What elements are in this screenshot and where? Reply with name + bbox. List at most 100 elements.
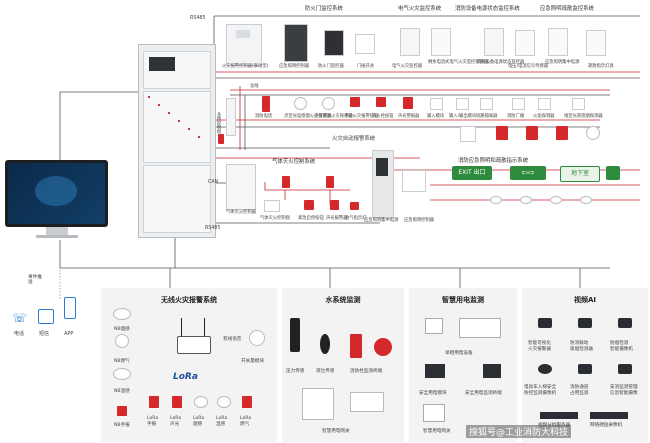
top-device-6-label: 剩余电流式电气火灾监控探测器: [428, 60, 489, 65]
evac-cabinet-display: [376, 158, 388, 176]
gas-controller-device: [226, 164, 256, 210]
row2-device-5-label: 消火栓按钮: [372, 114, 394, 119]
evac-cabinet-label: 应急照明集中电源: [364, 218, 399, 223]
rs485-bottom-label: RS485: [205, 226, 221, 231]
can-label: CAN: [208, 180, 219, 185]
row2-device-3-label: 点型感温火灾探测器: [314, 114, 353, 119]
gas-device-4-label: 放气指示灯: [345, 216, 367, 221]
top-device-4-label: 门磁开关: [357, 64, 375, 69]
central-power-device: [548, 28, 568, 56]
video-item-3: 防烟检测 智能摄像机: [610, 341, 633, 352]
wireless-item-1: NB烟感: [114, 327, 130, 332]
camera-icon: [578, 364, 592, 374]
wireless-item-4: NB手报: [114, 423, 130, 428]
fire-alarm-cabinet: [138, 44, 216, 238]
water-item-3: 消防栓监测终端: [350, 369, 383, 374]
water-terminal-device: [350, 392, 384, 412]
isolator-icon: [480, 98, 493, 110]
row2-device-6-label: 声光警报器: [398, 114, 420, 119]
row2-device-12-label: 线型光束感烟探测器: [564, 114, 603, 119]
fire-phone-icon: [262, 96, 270, 112]
notice-label: 事件推送: [28, 275, 42, 285]
video-server-device: [540, 412, 578, 419]
rs485-top-label: RS485: [190, 16, 206, 21]
water-gauge: [374, 338, 392, 356]
wireless-item-5: 有线语音: [223, 337, 242, 342]
voltage-sensor-device: [515, 30, 535, 56]
heat-detector-icon: [322, 97, 335, 110]
cabinet-lower-panel: [143, 165, 211, 233]
emergency-stop-icon: [304, 200, 314, 210]
top-device-10-label: 疏散指示灯具: [588, 64, 614, 69]
antenna-icon: [204, 318, 205, 336]
power-monitor-device: [484, 28, 504, 56]
gas-alarm-bell: [282, 176, 290, 188]
row3-speaker: [586, 126, 600, 140]
power-item-4: 智慧用电网关: [423, 429, 451, 434]
nb-temp-icon: [113, 368, 131, 380]
row3-red-device: [556, 126, 568, 140]
row3-red-device: [496, 126, 508, 140]
lora-gas-icon: [242, 396, 252, 408]
power-monitor-title: 消防设备电源状态监控系统: [455, 6, 520, 12]
breaker-module: [459, 318, 501, 338]
evac-controller-label: 应急照明控制器: [404, 218, 435, 223]
lora-item-4: LoRa 温感: [216, 416, 228, 427]
monitor-screen: [5, 160, 108, 227]
top-device-7-label: 消防设备电源状态监控器: [477, 60, 525, 65]
video-item-5: 消防通道 占用监测: [570, 385, 589, 396]
emergency-light: [490, 196, 502, 204]
voice-device-icon: [249, 330, 265, 346]
lighting-controller-device: [284, 24, 308, 62]
gas-device-1-label: 气体灭火控制盘: [260, 216, 291, 221]
beam-detector-icon: [572, 98, 585, 110]
lora-item-2: LoRa 声光: [170, 416, 182, 427]
camera-icon: [578, 318, 592, 328]
water-gateway-device: [302, 388, 334, 420]
cabinet-led: [148, 96, 150, 98]
camera-icon: [618, 364, 632, 374]
row2-device-2-label: 点型光电感烟火灾探测器: [284, 114, 332, 119]
gas-sound-light-icon: [330, 200, 339, 210]
app-label-app: APP: [64, 331, 74, 337]
input-module-icon: [430, 98, 443, 110]
exit-sign: EXIT 出口: [452, 166, 492, 180]
video-item-8: 网络硬盘录像机: [590, 423, 623, 428]
single-phase-device: [425, 318, 443, 334]
video-item-1: 智能可视化 火灾报警器: [528, 341, 551, 352]
monitor-stand: [46, 227, 68, 235]
water-panel: 水系统监测 压力传感 液位传感 消防栓监测终端 智慧用电网关: [282, 288, 404, 442]
lora-button-icon: [149, 396, 159, 408]
evacuation-light-device: [586, 30, 606, 56]
hydrant-button-icon: [376, 97, 386, 107]
video-item-2: 防消联动 吸烟检测器: [570, 341, 593, 352]
row2-device-11-label: 火焰探测器: [533, 114, 555, 119]
release-indicator-icon: [350, 202, 359, 210]
electric-fire-title: 电气火灾监控系统: [398, 6, 442, 12]
wireless-panel: 无线火灾报警系统 NB烟感 NB燃气 NB温感 NB手报 有线语音 开关量模块 …: [101, 288, 277, 442]
cabinet-screen: [149, 57, 175, 71]
cabinet-led: [178, 120, 180, 122]
video-item-6: 安消监测管理 信息智能摄像: [610, 385, 638, 396]
gateway-device: [177, 336, 211, 354]
lora-item-3: LoRa 烟感: [193, 416, 205, 427]
camera-icon: [618, 318, 632, 328]
cabinet-led-panel: [143, 91, 211, 163]
lora-item-1: LoRa 手报: [147, 416, 159, 427]
row2-device-4-label: 手动火灾报警按钮: [344, 114, 379, 119]
gas-controller-label: 气体灭火控制器: [226, 210, 257, 215]
cabinet-led: [188, 128, 190, 130]
nvr-device: [590, 412, 628, 419]
wireless-item-2: NB燃气: [114, 359, 130, 364]
residual-current-detector: [431, 28, 451, 56]
lora-temp-icon: [217, 396, 231, 408]
power-gateway-device: [423, 404, 445, 422]
fire-alarm-system-label: 火灾自动报警系统: [332, 136, 376, 142]
pressure-sensor: [290, 318, 300, 352]
emergency-light: [580, 196, 592, 204]
flame-detector-icon: [538, 98, 551, 110]
video-item-7: 视频分析服务器: [538, 423, 571, 428]
row3-device: [460, 126, 476, 142]
cabinet-link-module: [218, 134, 224, 144]
dome-camera-icon: [538, 364, 552, 374]
